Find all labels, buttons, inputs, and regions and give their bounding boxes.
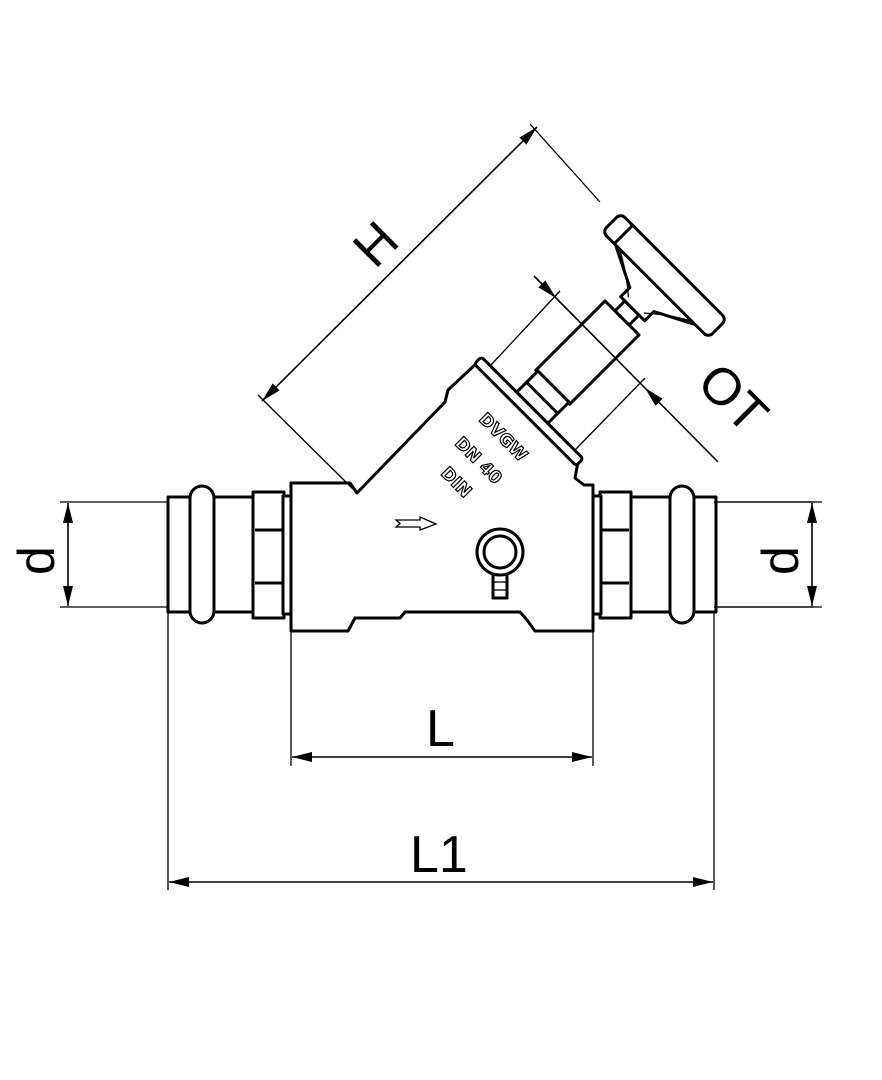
dimension-d-right: d bbox=[714, 501, 822, 608]
dimension-h-label: H bbox=[342, 211, 410, 279]
dimension-l1: L1 bbox=[167, 612, 715, 890]
dimension-d-left: d bbox=[8, 503, 73, 606]
dimension-l: L bbox=[290, 631, 594, 766]
dimension-d-left-label: d bbox=[8, 546, 66, 575]
dimension-ot-label: OT bbox=[687, 352, 779, 444]
flow-direction-arrow bbox=[394, 516, 438, 531]
drain-valve bbox=[475, 527, 525, 600]
right-press-fitting bbox=[590, 484, 814, 625]
left-press-fitting bbox=[60, 484, 294, 625]
dimension-d-right-label: d bbox=[752, 546, 810, 575]
dimension-l1-label: L1 bbox=[410, 826, 468, 884]
dimension-l-label: L bbox=[426, 700, 455, 758]
bonnet-assembly bbox=[474, 214, 726, 466]
